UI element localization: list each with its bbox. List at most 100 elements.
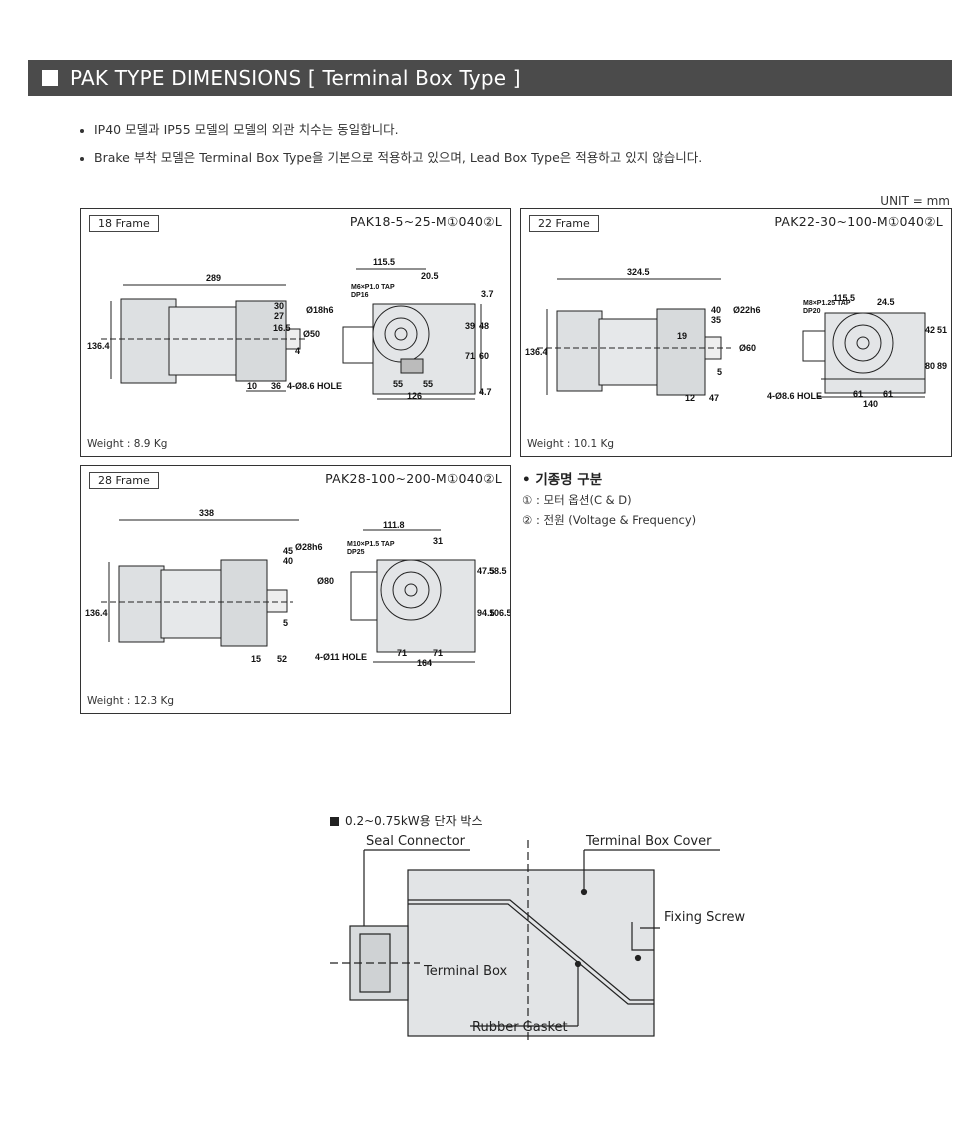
svg-text:Ø80: Ø80: [317, 576, 334, 586]
svg-text:60: 60: [479, 351, 489, 361]
svg-text:71: 71: [433, 648, 443, 658]
svg-text:164: 164: [417, 658, 432, 668]
seal-connector-label: Seal Connector: [366, 834, 466, 849]
svg-text:48: 48: [479, 321, 489, 331]
svg-text:338: 338: [199, 508, 214, 518]
svg-text:35: 35: [711, 315, 721, 325]
svg-text:4.7: 4.7: [479, 387, 492, 397]
svg-text:51: 51: [937, 325, 947, 335]
svg-text:71: 71: [397, 648, 407, 658]
svg-text:136.4: 136.4: [525, 347, 548, 357]
svg-text:19: 19: [677, 331, 687, 341]
svg-text:61: 61: [883, 389, 893, 399]
panel-22-frame: 324.5 40 35 19 5 Ø22h6 Ø60 136.4 12 47 1…: [520, 208, 952, 457]
bullet-icon: [80, 156, 84, 161]
svg-text:58.5: 58.5: [489, 566, 507, 576]
model-name: PAK28-100~200-M①040②L: [325, 471, 502, 486]
svg-text:40: 40: [711, 305, 721, 315]
svg-text:106.5: 106.5: [489, 608, 510, 618]
legend-heading: • 기종명 구분: [522, 472, 603, 488]
svg-text:71: 71: [465, 351, 475, 361]
svg-text:4-Ø11 HOLE: 4-Ø11 HOLE: [315, 652, 367, 662]
svg-text:115.5: 115.5: [833, 293, 855, 303]
frame-tag: 22 Frame: [529, 215, 599, 232]
svg-text:61: 61: [853, 389, 863, 399]
frame-tag: 28 Frame: [89, 472, 159, 489]
dimension-drawing-18: 289 30 27 16.5 4 Ø18h6 Ø50 136.4 10 36 1…: [87, 257, 494, 401]
svg-text:M8×P1.25 TAP: M8×P1.25 TAP: [803, 300, 851, 307]
svg-text:40: 40: [283, 556, 293, 566]
svg-text:5: 5: [283, 618, 288, 628]
rubber-gasket-label: Rubber Gasket: [472, 1020, 568, 1035]
note-item: IP40 모델과 IP55 모델의 모델의 외관 치수는 동일합니다.: [80, 119, 399, 138]
svg-text:136.4: 136.4: [85, 608, 108, 618]
svg-text:Ø18h6: Ø18h6: [306, 305, 334, 315]
svg-text:4: 4: [295, 346, 300, 356]
dimension-drawing-28: 338 45 40 5 Ø28h6 Ø80 136.4 15 52 111.8 …: [85, 508, 510, 668]
svg-text:27: 27: [274, 311, 284, 321]
svg-text:42: 42: [925, 325, 935, 335]
svg-text:Ø22h6: Ø22h6: [733, 305, 761, 315]
svg-text:55: 55: [423, 379, 433, 389]
panel-18-frame: 289 30 27 16.5 4 Ø18h6 Ø50 136.4 10 36 1…: [80, 208, 511, 457]
svg-text:30: 30: [274, 301, 284, 311]
dimension-drawing-22: 324.5 40 35 19 5 Ø22h6 Ø60 136.4 12 47 1…: [525, 267, 947, 409]
svg-text:Ø50: Ø50: [303, 329, 320, 339]
dim-length: 289: [206, 273, 221, 283]
unit-label: UNIT = mm: [880, 194, 950, 208]
panel-28-frame: 338 45 40 5 Ø28h6 Ø80 136.4 15 52 111.8 …: [80, 465, 511, 714]
svg-text:47: 47: [709, 393, 719, 403]
svg-text:DP25: DP25: [347, 549, 365, 556]
svg-text:136.4: 136.4: [87, 341, 110, 351]
svg-text:47.5: 47.5: [477, 566, 495, 576]
svg-text:DP16: DP16: [351, 292, 369, 299]
svg-text:3.7: 3.7: [481, 289, 494, 299]
svg-text:324.5: 324.5: [627, 267, 650, 277]
svg-text:140: 140: [863, 399, 878, 409]
model-legend: • 기종명 구분 ① : 모터 옵션(C & D) ② : 전원 (Voltag…: [522, 468, 696, 528]
svg-text:Ø28h6: Ø28h6: [295, 542, 323, 552]
svg-text:55: 55: [393, 379, 403, 389]
svg-text:4-Ø8.6 HOLE: 4-Ø8.6 HOLE: [767, 391, 822, 401]
legend-item: ② : 전원 (Voltage & Frequency): [522, 513, 697, 527]
square-bullet-icon: [330, 817, 339, 826]
svg-text:31: 31: [433, 536, 443, 546]
svg-text:80: 80: [925, 361, 935, 371]
square-bullet-icon: [42, 70, 58, 86]
gear-head: [235, 300, 287, 382]
svg-text:115.5: 115.5: [373, 257, 395, 267]
svg-text:DP20: DP20: [803, 308, 821, 315]
svg-text:94.5: 94.5: [477, 608, 495, 618]
section-header: PAK TYPE DIMENSIONS [ Terminal Box Type …: [28, 60, 952, 96]
svg-text:Ø60: Ø60: [739, 343, 756, 353]
motor-body: [168, 306, 240, 376]
weight-label: Weight : 10.1 Kg: [527, 438, 615, 450]
frame-tag: 18 Frame: [89, 215, 159, 232]
svg-text:12: 12: [685, 393, 695, 403]
note-item: Brake 부착 모델은 Terminal Box Type을 기본으로 적용하…: [80, 147, 702, 166]
motor-fan-cover: [120, 298, 177, 384]
svg-text:45: 45: [283, 546, 293, 556]
svg-text:15: 15: [251, 654, 261, 664]
weight-label: Weight : 8.9 Kg: [87, 438, 168, 450]
model-name: PAK22-30~100-M①040②L: [774, 214, 943, 229]
svg-text:36: 36: [271, 381, 281, 391]
svg-text:10: 10: [247, 381, 257, 391]
terminal-box-diagram: [330, 840, 720, 1040]
model-name: PAK18-5~25-M①040②L: [349, 214, 502, 229]
svg-text:126: 126: [407, 391, 422, 401]
svg-text:M10×P1.5 TAP: M10×P1.5 TAP: [347, 541, 395, 548]
cover-label: Terminal Box Cover: [586, 834, 712, 849]
terminal-box-label: Terminal Box: [424, 964, 508, 979]
legend-item: ① : 모터 옵션(C & D): [522, 493, 632, 507]
svg-text:5: 5: [717, 367, 722, 377]
svg-text:M6×P1.0 TAP: M6×P1.0 TAP: [351, 284, 395, 291]
weight-label: Weight : 12.3 Kg: [87, 695, 175, 707]
fixing-screw-label: Fixing Screw: [664, 910, 746, 925]
svg-text:52: 52: [277, 654, 287, 664]
svg-text:39: 39: [465, 321, 475, 331]
svg-text:89: 89: [937, 361, 947, 371]
bullet-icon: [80, 128, 84, 133]
svg-text:4-Ø8.6 HOLE: 4-Ø8.6 HOLE: [287, 381, 342, 391]
svg-text:20.5: 20.5: [421, 271, 439, 281]
